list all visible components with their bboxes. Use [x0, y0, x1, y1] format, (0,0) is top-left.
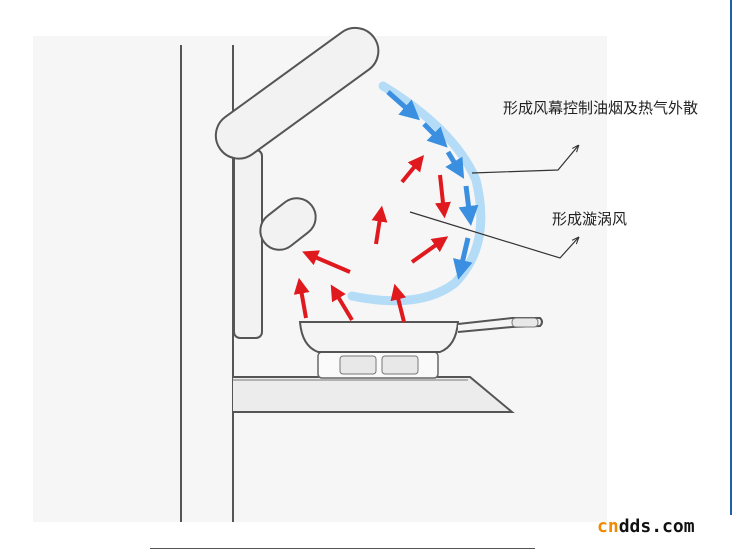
- airflow-arrow: [435, 174, 451, 219]
- curtain-leader: [471, 146, 578, 174]
- frying-pan: [298, 317, 543, 353]
- range-hood: [214, 26, 380, 339]
- airflow-arrow: [371, 205, 388, 245]
- frame-rule-bottom: [150, 548, 535, 549]
- site-watermark: cndds.com: [597, 516, 695, 537]
- diagram-panel: [33, 36, 607, 522]
- airflow-arrow: [302, 250, 351, 274]
- airflow-arrow: [293, 277, 310, 319]
- air-curtain-arrow: [453, 237, 473, 280]
- airflow-arrow: [330, 284, 354, 322]
- air-curtain-arrow: [386, 90, 420, 121]
- airflow-arrows: [293, 155, 451, 323]
- frame-rule-right: [730, 0, 732, 515]
- gas-burner: [317, 351, 439, 379]
- air-curtain-arrow: [458, 185, 479, 226]
- air-curtain-arrow: [422, 122, 448, 148]
- watermark-rest: dds.com: [618, 516, 695, 537]
- airflow-arrow: [410, 236, 449, 264]
- air-curtain-label: 形成风幕控制油烟及热气外散: [503, 99, 699, 117]
- leader-lines: [409, 146, 578, 259]
- airflow-arrow: [400, 155, 425, 184]
- vortex-label: 形成漩涡风: [552, 210, 628, 228]
- air-curtain-arrow: [445, 150, 465, 179]
- airflow-arrow: [390, 283, 407, 323]
- watermark-cn: cn: [597, 516, 619, 537]
- air-curtain-arrows: [386, 90, 479, 280]
- stove-counter: [233, 376, 515, 413]
- vortex-leader: [409, 211, 578, 259]
